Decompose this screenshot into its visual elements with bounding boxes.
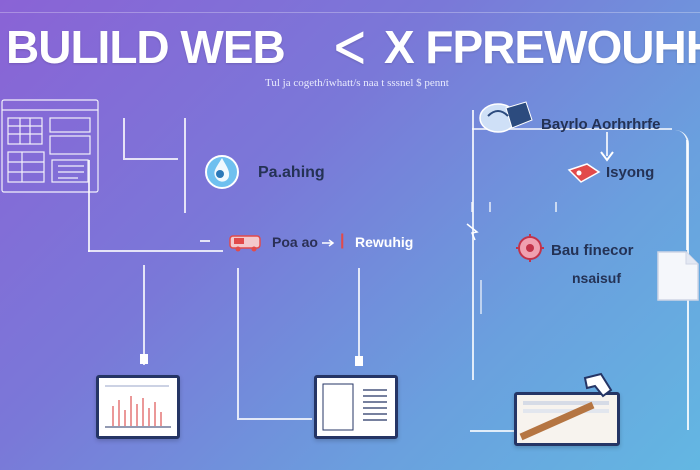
pointer-icon (466, 223, 479, 241)
conn-card2 (358, 268, 360, 366)
right-tick-v (480, 280, 482, 314)
right-arrow-stem (606, 132, 608, 156)
pin-icon (140, 354, 148, 364)
left-tick (200, 240, 210, 242)
arrow-icon (322, 239, 335, 247)
title-part2: X FPREWOUHH (383, 21, 700, 73)
node-nsaisuf-label: nsaisuf (572, 270, 622, 286)
gear-icon (516, 234, 544, 262)
left-connector-v1 (88, 160, 90, 252)
conn-mid-h (237, 418, 312, 420)
title-symbol: ᐸ (334, 25, 366, 72)
page-title: BULILD WEB ᐸ X FPREWOUHH (6, 20, 700, 80)
left-connector-h2 (123, 158, 178, 160)
water-drop-icon (205, 155, 239, 189)
wireframe-icon (1, 99, 99, 193)
conn-mid-v (237, 268, 239, 418)
node-bayrlo-label: Bayrlo Aorhrhrfe (541, 116, 661, 133)
chart-card-icon (96, 375, 180, 439)
node-isyong-label: Isyong (606, 164, 655, 181)
hammer-card-icon (514, 392, 620, 446)
left-connector-v3 (184, 118, 186, 213)
right-bottom-h (470, 430, 515, 432)
down-arrow-icon (600, 151, 614, 162)
tick-marks (471, 202, 557, 212)
title-part1: BULILD WEB (6, 21, 286, 73)
top-rule (0, 12, 700, 13)
node-pa-ahing-label: Pa.ahing (258, 164, 325, 181)
node-rewuhig-label: Rewuhig (355, 234, 414, 250)
pin-icon-2 (355, 356, 363, 366)
conn-card1 (143, 265, 145, 365)
book-icon (479, 101, 533, 133)
node-bau-finecor-label: Bau finecor (551, 242, 634, 259)
car-icon (229, 235, 261, 252)
hammer-icon (583, 372, 613, 398)
list-card-icon (314, 375, 398, 439)
node-separator: | (340, 232, 345, 249)
left-connector-h1 (88, 250, 223, 252)
node-poa-ao-label: Poa ao (272, 234, 318, 250)
document-icon (657, 251, 699, 301)
right-main-v (472, 110, 474, 380)
left-connector-v2 (123, 118, 125, 158)
right-top-h (472, 128, 672, 130)
subtitle: Tul ja cogeth/iwhatt/s naa t sssnel $ pe… (265, 77, 449, 89)
tag-icon (567, 163, 601, 183)
